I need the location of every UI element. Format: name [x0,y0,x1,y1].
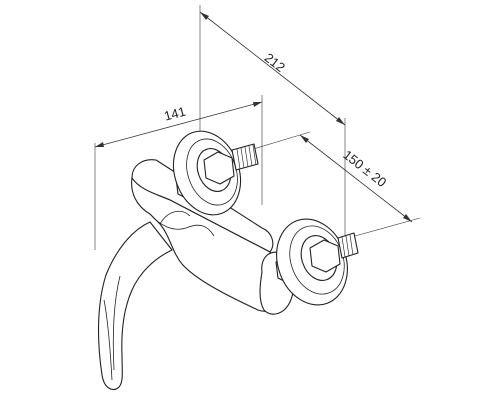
dimension-141: 141 [94,101,263,148]
dimension-150-20: 150 ± 20 [299,134,413,223]
dimension-label-141: 141 [162,104,187,124]
left-eccentric-connector [172,130,259,216]
dimension-label-212: 212 [262,50,288,75]
dimension-label-center-distance: 150 ± 20 [340,147,389,190]
lever-handle [97,221,173,391]
dimension-212: 212 [199,11,346,126]
right-eccentric-connector [275,218,359,306]
